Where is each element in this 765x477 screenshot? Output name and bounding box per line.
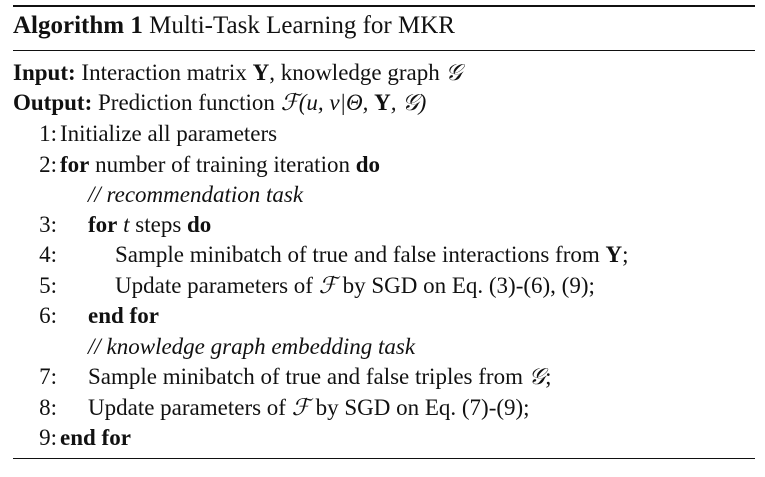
input-symbol-g: 𝒢 (445, 60, 462, 85)
caption-rule (13, 50, 755, 51)
line-body: number of training iteration (89, 152, 356, 177)
algorithm-label: Algorithm 1 (13, 12, 143, 39)
line-text: Update parameters of ℱ by SGD on Eq. (3)… (115, 271, 595, 301)
symbol-y: Y (605, 242, 623, 267)
line-number: 7: (39, 364, 57, 389)
keyword-end-for: end for (88, 303, 159, 328)
input-line: Input: Interaction matrix Y, knowledge g… (13, 58, 462, 88)
output-label: Output: (13, 90, 93, 115)
output-formula-tail: , 𝒢) (390, 90, 427, 115)
output-text: Prediction function (98, 90, 281, 115)
output-formula: ℱ(u, v|Θ, (280, 90, 375, 115)
variable-t: t (123, 212, 130, 237)
line-text: Sample minibatch of true and false inter… (115, 240, 629, 270)
line-number: 2: (39, 152, 57, 177)
line-tail: by SGD on Eq. (3)-(6), (9); (336, 273, 595, 298)
input-label: Input: (13, 60, 76, 85)
line-body: Update parameters of (115, 273, 319, 298)
symbol-g: 𝒢 (528, 364, 546, 389)
output-symbol-y: Y (374, 90, 391, 115)
line-number: 9: (39, 425, 57, 450)
keyword-end-for: end for (60, 425, 131, 450)
line-tail: by SGD on Eq. (7)-(9); (309, 395, 530, 420)
line-text: end for (60, 423, 131, 453)
top-rule (13, 5, 755, 7)
line-tail: ; (545, 364, 552, 389)
keyword-for: for (88, 212, 118, 237)
line-body: Update parameters of (88, 395, 292, 420)
algorithm-title: Multi-Task Learning for MKR (149, 12, 455, 39)
line-number: 5: (39, 273, 57, 298)
symbol-f: ℱ (291, 395, 310, 420)
line-number: 1: (39, 121, 57, 146)
line-text: Update parameters of ℱ by SGD on Eq. (7)… (88, 393, 530, 423)
line-tail: ; (622, 242, 629, 267)
line-text: for number of training iteration do (60, 150, 380, 180)
line-text: Sample minibatch of true and false tripl… (88, 362, 552, 392)
line-number: 3: (39, 212, 57, 237)
keyword-do: do (355, 152, 381, 177)
keyword-for: for (60, 152, 90, 177)
comment-text: // knowledge graph embedding task (88, 334, 416, 359)
line-body: Sample minibatch of true and false tripl… (88, 364, 529, 389)
comment-text: // recommendation task (88, 182, 304, 207)
input-text-2: , knowledge graph (269, 60, 446, 85)
line-number: 6: (39, 303, 57, 328)
line-body: Sample minibatch of true and false inter… (115, 242, 606, 267)
input-text: Interaction matrix (81, 60, 253, 85)
line-number: 4: (39, 242, 57, 267)
line-text: for t steps do (88, 210, 211, 240)
line-text: Initialize all parameters (60, 121, 278, 146)
line-text: end for (88, 301, 159, 331)
bottom-rule (13, 458, 755, 459)
output-line: Output: Prediction function ℱ(u, v|Θ, Y,… (13, 88, 426, 118)
algorithm-caption: Algorithm 1 Multi-Task Learning for MKR (13, 9, 455, 43)
symbol-f: ℱ (318, 273, 337, 298)
line-number: 8: (39, 395, 57, 420)
keyword-do: do (187, 212, 212, 237)
input-symbol-y: Y (252, 60, 270, 85)
line-body: steps (129, 212, 188, 237)
